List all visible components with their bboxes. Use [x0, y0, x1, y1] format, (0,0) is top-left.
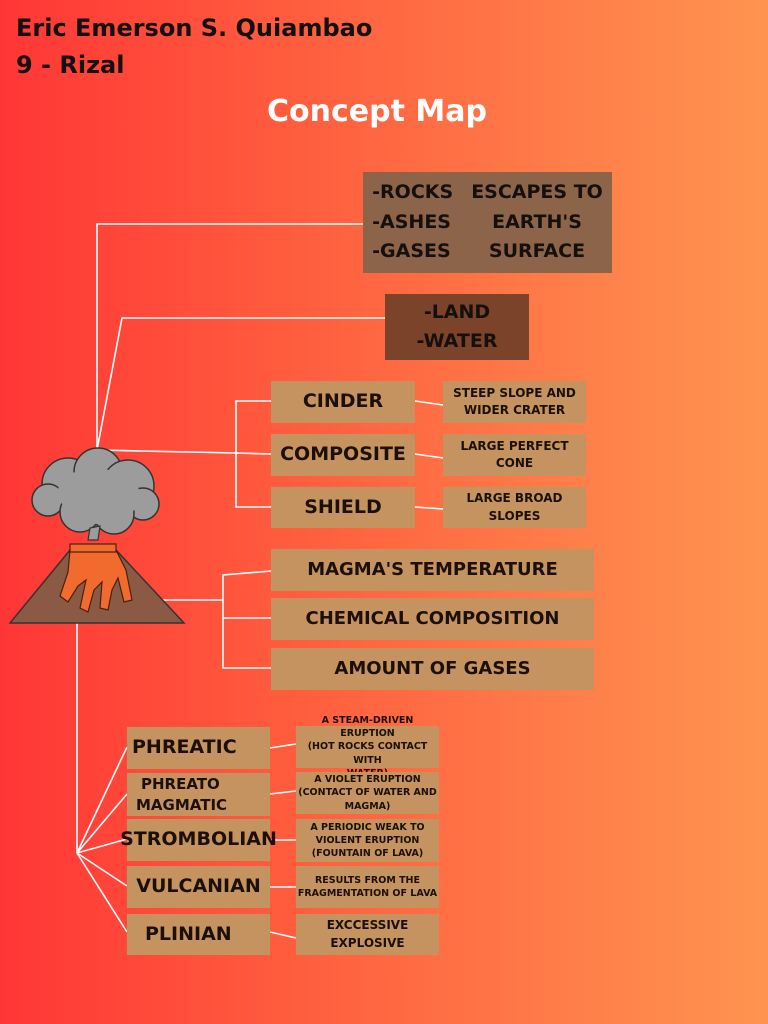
author-section: 9 - Rizal [16, 51, 125, 79]
connector-types [96, 449, 237, 454]
factor-magma-temperature: MAGMA'S TEMPERATURE [271, 549, 594, 591]
volcano-icon [8, 447, 186, 624]
materials-list: -ROCKS -ASHES -GASES [372, 178, 453, 266]
materials-box: -ROCKS -ASHES -GASES ESCAPES TO EARTH'S … [363, 172, 612, 273]
location-item: -LAND [423, 300, 491, 323]
eruption-type-vulcanian: VULCANIAN [127, 866, 270, 908]
author-name: Eric Emerson S. Quiambao [16, 14, 373, 42]
connector-locations [96, 317, 385, 451]
eruption-type-phreatic: PHREATIC [127, 727, 270, 769]
material-item: -ASHES [372, 210, 451, 233]
locations-box: -LAND -WATER [385, 294, 529, 360]
material-item: -ROCKS [372, 181, 454, 204]
eruption-phreatic-description: A STEAM-DRIVEN ERUPTION(HOT ROCKS CONTAC… [296, 715, 439, 779]
factor-amount-of-gases: AMOUNT OF GASES [271, 648, 594, 690]
page-title: Concept Map [267, 94, 487, 129]
factor-chemical-composition: CHEMICAL COMPOSITION [271, 598, 594, 640]
materials-description: ESCAPES TO EARTH'S SURFACE [471, 181, 603, 263]
volcano-type-shield: SHIELD [271, 487, 415, 528]
connector-factors-bracket [222, 570, 272, 669]
eruption-type-strombolian: STROMBOLIAN [120, 819, 277, 861]
connector-materials [96, 223, 363, 450]
volcano-type-cinder: CINDER [271, 381, 415, 423]
material-item: -GASES [372, 240, 451, 263]
volcano-type-composite: COMPOSITE [271, 434, 415, 476]
eruption-type-plinian: PLINIAN [127, 914, 270, 955]
eruption-type-phreato-magmatic: PHREATO MAGMATIC [127, 773, 270, 816]
location-item: -WATER [416, 330, 498, 352]
connector-types-bracket [235, 400, 271, 508]
